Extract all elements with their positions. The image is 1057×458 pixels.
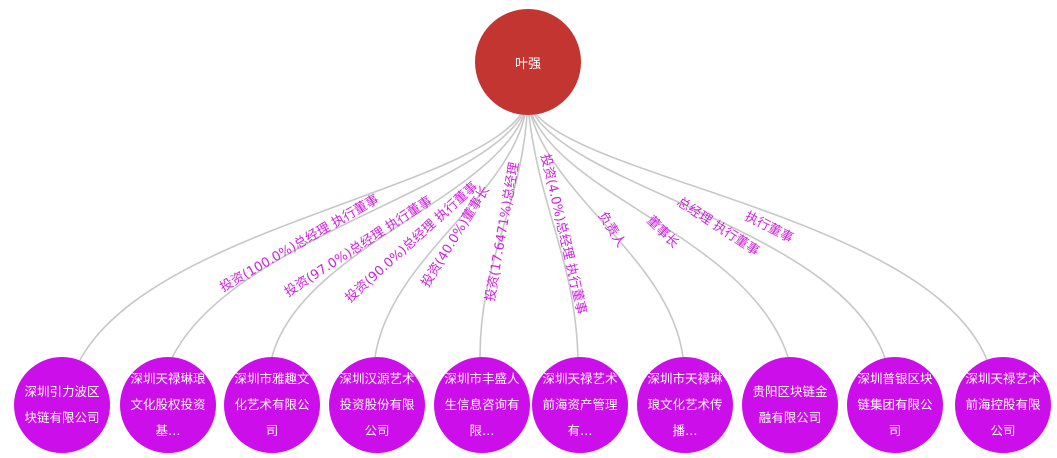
company-node-label: 深圳天禄艺术前海控股有限公司 xyxy=(965,371,1041,438)
company-node-label: 深圳汉源艺术投资股份有限公司 xyxy=(339,371,415,438)
edge-2 xyxy=(271,114,525,358)
company-node-label: 深圳天禄艺术前海资产管理有… xyxy=(542,371,618,438)
edge-1 xyxy=(171,113,524,359)
edge-8 xyxy=(533,113,886,359)
edge-label-4: 投资(17.6471%)总经理 xyxy=(482,161,522,303)
company-node-label: 深圳市丰盛人生信息咨询有限… xyxy=(444,371,520,438)
edge-7 xyxy=(531,114,789,358)
company-node-7[interactable]: 贵阳区块链金融有限公司 xyxy=(742,357,838,453)
company-node-label: 深圳市天禄琳琅文化艺术传播… xyxy=(647,371,723,438)
edge-label-7: 董事长 xyxy=(643,213,681,251)
edge-label-6: 负责人 xyxy=(595,209,628,250)
company-node-label: 深圳天禄琳琅文化股权投资基… xyxy=(130,371,206,438)
company-node-9[interactable]: 深圳天禄艺术前海控股有限公司 xyxy=(955,357,1051,453)
company-node-label: 深圳市雅趣文化艺术有限公司 xyxy=(234,371,310,438)
company-node-label: 贵阳区块链金融有限公司 xyxy=(752,384,828,425)
edge-3 xyxy=(374,114,526,358)
company-node-1[interactable]: 深圳天禄琳琅文化股权投资基… xyxy=(120,357,216,453)
edge-6 xyxy=(530,114,684,358)
company-node-4[interactable]: 深圳市丰盛人生信息咨询有限… xyxy=(434,357,530,453)
root-node-person[interactable]: 叶强 xyxy=(475,9,581,115)
edge-5 xyxy=(528,114,579,358)
company-node-6[interactable]: 深圳市天禄琳琅文化艺术传播… xyxy=(637,357,733,453)
company-node-5[interactable]: 深圳天禄艺术前海资产管理有… xyxy=(532,357,628,453)
company-node-2[interactable]: 深圳市雅趣文化艺术有限公司 xyxy=(224,357,320,453)
company-node-3[interactable]: 深圳汉源艺术投资股份有限公司 xyxy=(329,357,425,453)
edge-label-5: 投资(4.0%)总经理 执行董事 xyxy=(537,152,590,316)
company-node-0[interactable]: 深圳引力波区块链有限公司 xyxy=(14,357,110,453)
root-node-label: 叶强 xyxy=(514,56,541,72)
edge-9 xyxy=(535,113,988,361)
company-node-8[interactable]: 深圳普银区块链集团有限公司 xyxy=(847,357,943,453)
company-node-label: 深圳引力波区块链有限公司 xyxy=(24,384,100,425)
company-node-label: 深圳普银区块链集团有限公司 xyxy=(857,371,933,438)
edge-4 xyxy=(479,114,528,358)
edge-0 xyxy=(79,113,522,361)
